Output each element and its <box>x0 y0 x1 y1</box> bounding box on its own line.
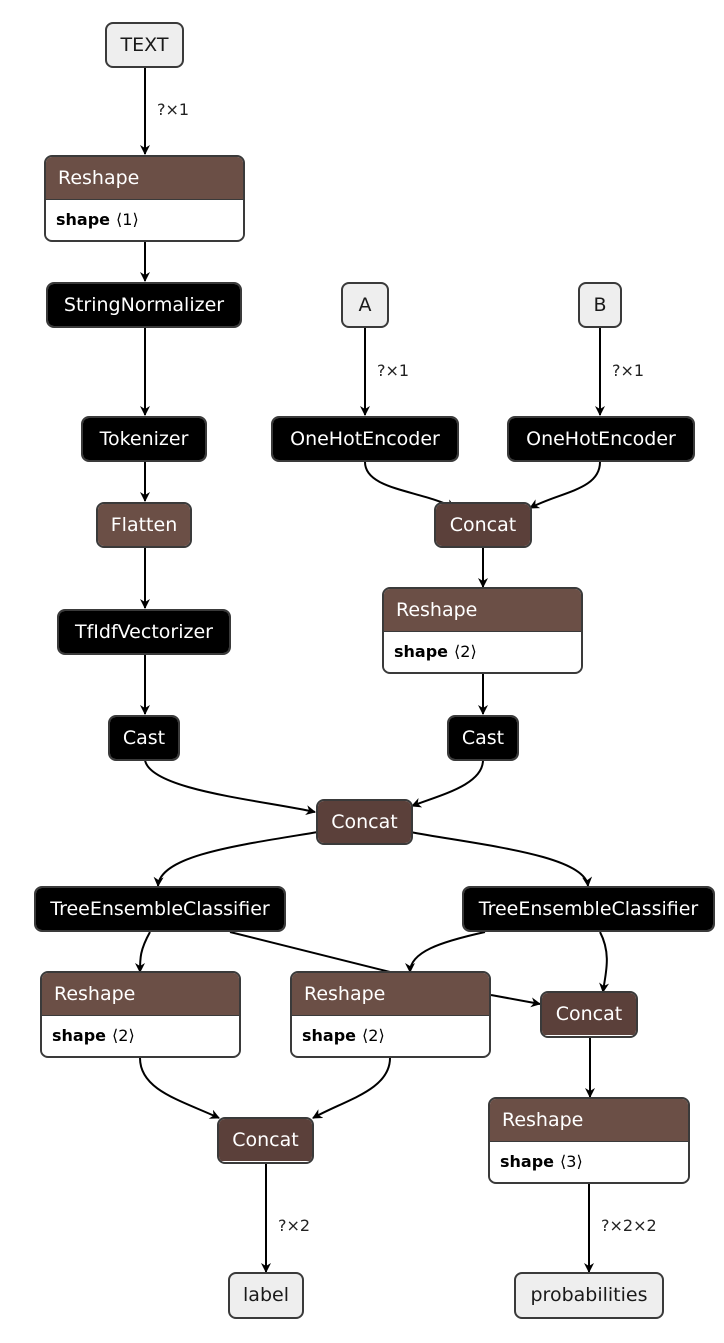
node-reshape-left[interactable]: Reshape shape⟨2⟩ <box>40 971 241 1058</box>
node-tree-ensemble-left-title: TreeEnsembleClassifier <box>36 888 284 930</box>
output-node-probabilities-text: probabilities <box>530 1284 648 1306</box>
node-reshape-1-attr: shape⟨1⟩ <box>46 199 243 238</box>
node-onehot-encoder-a[interactable]: OneHotEncoder <box>271 416 459 462</box>
input-node-b[interactable]: B <box>578 282 622 328</box>
node-tokenizer-title: Tokenizer <box>83 418 205 460</box>
edge-treeright-reshapemid <box>405 931 486 973</box>
attr-name: shape <box>500 1151 555 1171</box>
attr-name: shape <box>52 1025 107 1045</box>
attr-value: ⟨3⟩ <box>560 1151 583 1171</box>
attr-value: ⟨1⟩ <box>116 209 139 229</box>
node-reshape-mid-attr: shape⟨2⟩ <box>292 1015 489 1054</box>
node-tree-ensemble-right-title: TreeEnsembleClassifier <box>464 888 713 930</box>
node-concat-main-title: Concat <box>318 801 411 843</box>
node-cast-right-title: Cast <box>449 717 517 759</box>
edge-concat-treeright <box>409 831 593 887</box>
node-concat-main[interactable]: Concat <box>316 799 413 845</box>
edge-treeright-concatprob <box>599 931 610 993</box>
node-string-normalizer-title: StringNormalizer <box>48 284 240 326</box>
node-concat-ab[interactable]: Concat <box>434 502 532 548</box>
edge-reshapeleft-concatlabel <box>139 1057 220 1119</box>
node-reshape-left-attr: shape⟨2⟩ <box>42 1015 239 1054</box>
input-node-b-label: B <box>593 294 607 316</box>
node-reshape-1[interactable]: Reshape shape⟨1⟩ <box>44 155 245 242</box>
edge-treeleft-reshapemid <box>229 931 391 973</box>
edge-castright-concat <box>411 759 484 808</box>
node-reshape-probabilities[interactable]: Reshape shape⟨3⟩ <box>488 1097 690 1184</box>
edge-reshapemid-concatlabel <box>312 1057 391 1119</box>
output-node-label[interactable]: label <box>228 1272 304 1319</box>
input-node-text[interactable]: TEXT <box>105 22 184 68</box>
node-onehot-encoder-b-title: OneHotEncoder <box>509 418 693 460</box>
edge-label-a-shape: ?×1 <box>377 361 410 380</box>
node-flatten-title: Flatten <box>98 504 190 546</box>
edge-castleft-concat <box>144 759 316 815</box>
node-tfidf-vectorizer[interactable]: TfIdfVectorizer <box>57 609 231 655</box>
attr-value: ⟨2⟩ <box>112 1025 135 1045</box>
node-tfidf-vectorizer-title: TfIdfVectorizer <box>59 611 229 653</box>
attr-value: ⟨2⟩ <box>454 641 477 661</box>
node-flatten[interactable]: Flatten <box>96 502 192 548</box>
node-string-normalizer[interactable]: StringNormalizer <box>46 282 242 328</box>
node-onehot-encoder-b[interactable]: OneHotEncoder <box>507 416 695 462</box>
node-cast-left-title: Cast <box>110 717 178 759</box>
node-reshape-probabilities-attr: shape⟨3⟩ <box>490 1141 688 1180</box>
node-reshape-2-attr: shape⟨2⟩ <box>384 631 581 670</box>
attr-name: shape <box>302 1025 357 1045</box>
node-reshape-2-title: Reshape <box>384 589 581 631</box>
edge-reshapemid-concatprob <box>490 994 541 1008</box>
output-node-label-text: label <box>243 1284 289 1306</box>
edge-label-b-shape: ?×1 <box>612 361 645 380</box>
node-concat-label[interactable]: Concat <box>217 1117 314 1164</box>
node-reshape-left-title: Reshape <box>42 973 239 1015</box>
node-reshape-probabilities-title: Reshape <box>490 1099 688 1141</box>
node-concat-label-title: Concat <box>219 1119 312 1161</box>
node-concat-probabilities[interactable]: Concat <box>540 991 638 1038</box>
node-tree-ensemble-right[interactable]: TreeEnsembleClassifier <box>462 886 715 932</box>
node-reshape-mid[interactable]: Reshape shape⟨2⟩ <box>290 971 491 1058</box>
input-node-text-label: TEXT <box>120 34 169 56</box>
attr-name: shape <box>394 641 449 661</box>
attr-name: shape <box>56 209 111 229</box>
node-tokenizer[interactable]: Tokenizer <box>81 416 207 462</box>
edge-label-label-shape: ?×2 <box>278 1216 311 1235</box>
node-onehot-encoder-a-title: OneHotEncoder <box>273 418 457 460</box>
attr-value: ⟨2⟩ <box>362 1025 385 1045</box>
node-cast-left[interactable]: Cast <box>108 715 180 761</box>
output-node-probabilities[interactable]: probabilities <box>514 1272 664 1319</box>
node-reshape-mid-title: Reshape <box>292 973 489 1015</box>
node-concat-ab-title: Concat <box>436 504 530 546</box>
node-concat-probabilities-title: Concat <box>542 993 636 1035</box>
input-node-a-label: A <box>358 294 372 316</box>
input-node-a[interactable]: A <box>341 282 389 328</box>
edge-onehotb-concat <box>529 461 601 509</box>
edge-label-text-shape: ?×1 <box>157 100 190 119</box>
node-reshape-2[interactable]: Reshape shape⟨2⟩ <box>382 587 583 674</box>
node-reshape-1-title: Reshape <box>46 157 243 199</box>
edge-label-probabilities-shape: ?×2×2 <box>601 1216 657 1235</box>
node-tree-ensemble-left[interactable]: TreeEnsembleClassifier <box>34 886 286 932</box>
node-cast-right[interactable]: Cast <box>447 715 519 761</box>
edge-concat-treeleft <box>153 831 319 887</box>
edge-treeleft-reshapeleft <box>135 931 151 973</box>
